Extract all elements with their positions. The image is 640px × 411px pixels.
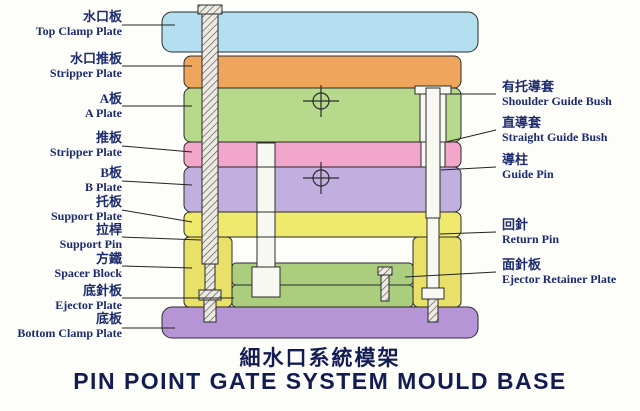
label-en: B Plate [85,180,122,194]
a-plate-shape [183,87,462,143]
leader-lines [121,24,497,329]
support-pin-shape [197,4,223,323]
label-zh: 有托導套 [502,79,555,94]
label-zh: 托板 [95,194,122,209]
guide-bush-assembly-shape [414,85,452,323]
label-en: Stripper Plate [49,66,122,80]
label-zh: 面針板 [502,257,542,272]
label-zh: 導柱 [502,152,529,167]
stripper-plate-top-shape [183,55,462,89]
stripper-plate-mid-shape [183,141,462,168]
label-zh: 推板 [95,130,122,145]
label-zh: 回針 [502,217,529,232]
label-en: Top Clamp Plate [35,24,122,38]
label-en: Shoulder Guide Bush [502,94,612,108]
label-en: Ejector Plate [55,298,122,312]
label-en: Stripper Plate [49,145,122,159]
label-en: Support Pin [59,237,122,251]
label-zh: 拉桿 [95,222,122,237]
label-zh: 底針板 [82,283,122,298]
support-plate-shape [183,211,462,238]
label-en: Guide Pin [502,167,554,181]
centre-guide-pin-shape [251,142,281,298]
label-en: Straight Guide Bush [502,130,608,144]
guide-pin-shape [425,87,441,219]
diagram-title-english: PIN POINT GATE SYSTEM MOULD BASE [73,368,567,394]
crosshair-symbol-top [303,85,339,117]
return-pin-shape [426,217,440,289]
b-plate-shape [183,166,462,213]
label-en: Support Plate [50,209,122,223]
label-en: Ejector Retainer Plate [502,272,617,286]
label-en: Spacer Block [54,266,122,280]
label-zh: 直導套 [502,115,542,130]
bottom-clamp-plate-shape [161,306,479,339]
label-en: A Plate [85,106,122,120]
label-zh: A板 [99,91,122,106]
diagram-title-chinese: 細水口系統模架 [239,346,401,370]
retainer-screw-shape [377,266,393,302]
label-en: Bottom Clamp Plate [17,326,122,340]
label-zh: 底板 [95,311,122,326]
label-zh: B板 [100,165,122,180]
label-zh: 水口推板 [69,51,122,66]
top-clamp-plate-shape [161,11,479,53]
label-en: Return Pin [502,232,559,246]
label-zh: 方鐵 [95,251,122,266]
label-zh: 水口板 [82,9,122,24]
crosshair-symbol-bottom [303,162,339,194]
